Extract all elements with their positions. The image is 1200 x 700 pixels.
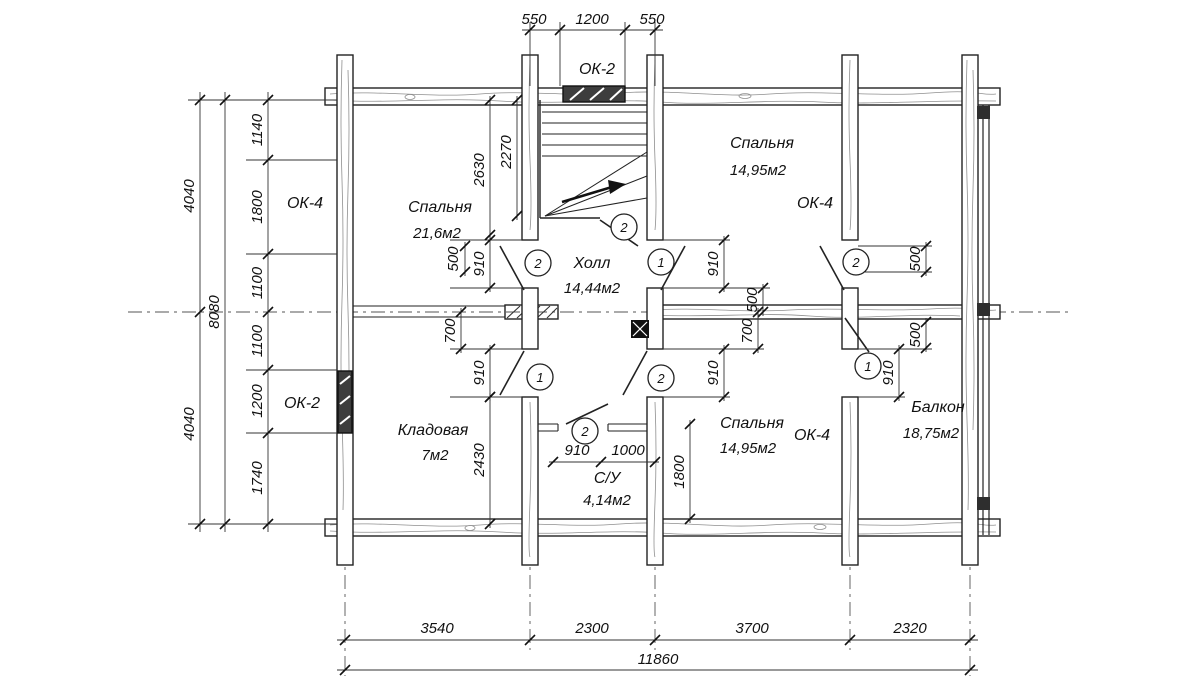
dim-right-door-910b: 910 (705, 360, 722, 386)
dim-chain-1140: 1140 (249, 113, 266, 146)
room-area-balcony: 18,75м2 (903, 425, 960, 442)
dim-top-550a: 550 (521, 11, 547, 28)
room-area-hall: 14,44м2 (564, 280, 621, 297)
room-name-balcony: Балкон (911, 399, 965, 416)
door-mark-number: 1 (864, 359, 871, 374)
window-label-ok4-left: ОК-4 (287, 195, 323, 212)
door-mark-circle (647, 248, 675, 276)
dim-bottom-11860: 11860 (638, 651, 679, 668)
dimension-lines (188, 22, 978, 676)
door-mark-circle (647, 364, 675, 392)
dim-stairs-2630: 2630 (471, 153, 488, 188)
wall-3-lower (646, 396, 664, 566)
room-name-bedroom-bottom-right: Спальня (720, 415, 784, 432)
dim-left-door-910a: 910 (471, 251, 488, 277)
balcony-railing (977, 105, 990, 535)
dim-chain-1800: 1800 (249, 190, 266, 224)
dim-bath-1000: 1000 (611, 442, 645, 459)
door-mark-circle (842, 248, 870, 276)
dim-left-8080: 8080 (206, 295, 223, 329)
door-mark-number: 2 (533, 256, 542, 271)
dimension-texts: 550 1200 550 4040 4040 8080 1140 1800 11… (181, 11, 927, 668)
dim-chain-1200: 1200 (249, 384, 266, 418)
door-mark-circle (571, 417, 599, 445)
dim-bottom-3700: 3700 (735, 620, 769, 637)
window-mark-labels: ОК-2 ОК-4 ОК-2 ОК-4 ОК-4 (284, 61, 833, 444)
window-label-ok2-left: ОК-2 (284, 395, 320, 412)
room-area-bedroom-left: 21,6м2 (412, 225, 461, 242)
door-mark-number: 2 (851, 255, 860, 270)
stair-direction-arrow (561, 185, 613, 204)
dim-left-door-700: 700 (442, 318, 459, 344)
stairs (539, 100, 648, 219)
dim-bath-910: 910 (564, 442, 590, 459)
room-name-bathroom: С/У (594, 470, 622, 487)
window-label-ok2-top: ОК-2 (579, 61, 615, 78)
room-area-storage: 7м2 (422, 447, 450, 464)
room-labels: Спальня 21,6м2 Спальня 14,95м2 Холл 14,4… (398, 135, 965, 509)
dim-left-door-500: 500 (445, 246, 462, 272)
door-mark-number: 2 (580, 424, 589, 439)
door-leaves (499, 219, 870, 425)
railing-post-bottom (977, 497, 990, 510)
dim-right-door-700: 700 (739, 318, 756, 344)
log-walls (324, 54, 1001, 566)
dim-left-2430: 2430 (471, 443, 488, 478)
window-label-ok4-right-top: ОК-4 (797, 195, 833, 212)
door-mark-circle (524, 249, 552, 277)
left-log-wall (336, 54, 354, 566)
wall-4-middle (841, 287, 859, 350)
chimney (631, 320, 649, 338)
room-area-bathroom: 4,14м2 (583, 492, 631, 509)
railing-post-top (977, 106, 990, 119)
window-symbols (337, 85, 626, 434)
door-mark-number: 2 (619, 220, 628, 235)
door-mark-circle (610, 213, 638, 241)
room-name-bedroom-top-right: Спальня (730, 135, 794, 152)
room-area-bedroom-top-right: 14,95м2 (730, 162, 787, 179)
dim-left-door-910b: 910 (471, 360, 488, 386)
dim-chain-1740: 1740 (249, 461, 266, 495)
window-label-ok4-right-bottom: ОК-4 (794, 427, 830, 444)
dim-balcony-910: 910 (880, 360, 897, 386)
dim-stairs-2270: 2270 (498, 135, 515, 170)
dim-bottom-2300: 2300 (574, 620, 609, 637)
dim-top-550b: 550 (639, 11, 665, 28)
wall-4-lower (841, 396, 859, 566)
door-mark-number: 1 (536, 370, 543, 385)
dim-left-4040b: 4040 (181, 407, 198, 441)
dim-chain-1100a: 1100 (249, 266, 266, 299)
dim-chain-1100b: 1100 (249, 324, 266, 357)
dim-bottom-3540: 3540 (420, 620, 454, 637)
dim-right-door-910a: 910 (705, 251, 722, 277)
room-area-bedroom-bottom-right: 14,95м2 (720, 440, 777, 457)
room-name-bedroom-left: Спальня (408, 199, 472, 216)
dim-top-1200: 1200 (575, 11, 609, 28)
door-mark-circle (854, 352, 882, 380)
dim-bath-1800: 1800 (671, 455, 688, 489)
wall-2-middle (521, 287, 539, 350)
dim-balcony-500b: 500 (907, 322, 924, 348)
dim-left-4040a: 4040 (181, 179, 198, 213)
room-name-hall: Холл (573, 255, 611, 272)
room-name-storage: Кладовая (398, 422, 469, 439)
wall-4-upper (841, 54, 859, 241)
dim-bottom-2320: 2320 (892, 620, 927, 637)
door-mark-circle (526, 363, 554, 391)
wall-3-middle (646, 287, 664, 350)
right-log-wall (961, 54, 979, 566)
window-ok2-top-symbol (562, 85, 626, 103)
door-mark-number: 2 (656, 371, 665, 386)
dim-right-door-500: 500 (744, 287, 761, 313)
wall-2-lower (521, 396, 539, 566)
door-marks: 2 2 1 2 1 2 1 2 (524, 213, 882, 445)
dim-balcony-500a: 500 (907, 246, 924, 272)
door-mark-number: 1 (657, 255, 664, 270)
railing-post-middle (977, 303, 990, 316)
